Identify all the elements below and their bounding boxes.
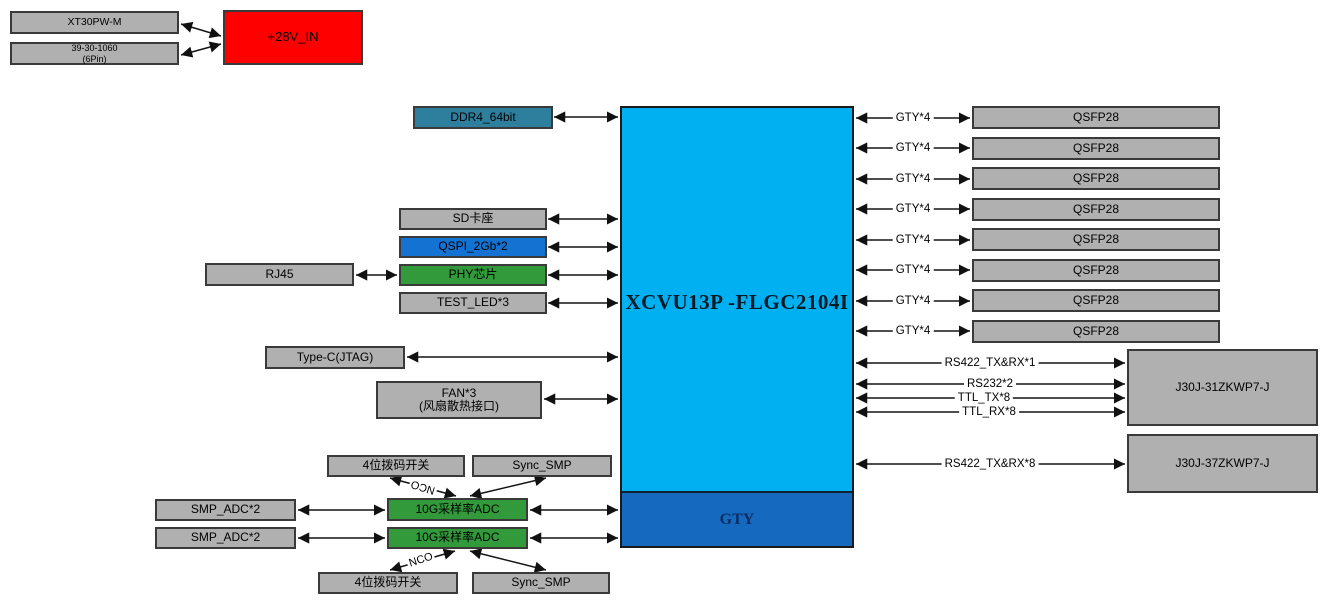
adc-10g-2-label: 10G采样率ADC [415,530,500,545]
node-type-c-label: Type-C(JTAG) [296,349,374,364]
node-sd-card-label: SD卡座 [452,211,494,226]
smp-adc-1-label: SMP_ADC*2 [190,502,261,517]
node-j30j-37: J30J-37ZKWP7-J [1127,434,1318,493]
node-j30j-31: J30J-31ZKWP7-J [1127,349,1318,426]
node-qsfp28: QSFP28 [972,198,1220,221]
node-qsfp28: QSFP28 [972,106,1220,129]
node-phy-label: PHY芯片 [448,267,498,282]
bus-label-ttl-rx: TTL_RX*8 [959,406,1019,418]
qsfp28-label: QSFP28 [1072,323,1120,338]
node-qsfp28: QSFP28 [972,137,1220,160]
bus-label-rs422x8: RS422_TX&RX*8 [941,458,1039,470]
node-28v-in-label: +28V_IN [267,29,319,45]
j30j-37-label: J30J-37ZKWP7-J [1175,455,1270,470]
power-connector-line1: 39-30-1060 [71,43,118,54]
bus-label-gty4: GTY*4 [892,325,934,337]
node-fpga: XCVU13P -FLGC2104I GTY [620,106,854,548]
bus-label-gty4: GTY*4 [892,264,934,276]
bus-label-rs232: RS232*2 [963,378,1017,390]
qsfp28-label: QSFP28 [1072,170,1120,185]
qsfp28-label: QSFP28 [1072,140,1120,155]
node-smp-adc-2: SMP_ADC*2 [155,527,296,549]
adc-10g-1-label: 10G采样率ADC [415,501,500,516]
node-test-led-label: TEST_LED*3 [436,295,510,310]
bus-label-gty4: GTY*4 [892,203,934,215]
node-rj45-label: RJ45 [265,266,294,281]
qsfp28-label: QSFP28 [1072,231,1120,246]
node-rj45: RJ45 [205,263,354,286]
sync-smp-bottom-label: Sync_SMP [511,575,571,590]
node-dip-switch-top: 4位拨码开关 [327,455,465,477]
node-fan-line1: FAN*3 [441,385,477,400]
bus-label-gty4: GTY*4 [892,173,934,185]
node-sync-smp-top: Sync_SMP [472,455,612,477]
node-fan-line2: (风扇散热接口) [419,399,499,413]
qsfp28-label: QSFP28 [1072,292,1120,307]
node-fan: FAN*3 (风扇散热接口) [376,381,542,419]
bus-label-ttl-tx: TTL_TX*8 [954,392,1014,404]
node-ddr4-label: DDR4_64bit [450,109,516,124]
node-sync-smp-bottom: Sync_SMP [472,572,610,594]
fpga-gty-block: GTY [622,491,852,546]
node-qsfp28: QSFP28 [972,259,1220,282]
node-qspi: QSPI_2Gb*2 [399,236,547,258]
node-qsfp28: QSFP28 [972,320,1220,343]
dip-switch-top-label: 4位拨码开关 [362,458,430,473]
node-test-led: TEST_LED*3 [399,292,547,314]
j30j-31-label: J30J-31ZKWP7-J [1175,379,1270,394]
node-sd-card: SD卡座 [399,208,547,230]
node-adc-10g-2: 10G采样率ADC [387,527,528,549]
bus-label-rs422x1: RS422_TX&RX*1 [941,357,1039,369]
dip-switch-bottom-label: 4位拨码开关 [354,575,422,590]
bus-label-gty4: GTY*4 [892,234,934,246]
bus-label-gty4: GTY*4 [892,142,934,154]
node-type-c-jtag: Type-C(JTAG) [265,346,405,369]
node-qsfp28: QSFP28 [972,167,1220,190]
power-connector-line2: (6Pin) [82,53,107,64]
node-phy: PHY芯片 [399,264,547,286]
node-xt30pw-label: XT30PW-M [67,15,122,28]
fpga-title: XCVU13P -FLGC2104I [625,290,849,314]
bus-label-gty4: GTY*4 [892,112,934,124]
node-dip-switch-bottom: 4位拨码开关 [318,572,458,594]
bus-label-gty4: GTY*4 [892,295,934,307]
node-qsfp28: QSFP28 [972,228,1220,251]
qsfp28-label: QSFP28 [1072,201,1120,216]
node-power-connector: 39-30-1060 (6Pin) [10,42,179,65]
node-28v-in: +28V_IN [223,10,363,65]
node-smp-adc-1: SMP_ADC*2 [155,499,296,521]
node-adc-10g-1: 10G采样率ADC [387,498,528,521]
node-qsfp28: QSFP28 [972,289,1220,312]
qsfp28-label: QSFP28 [1072,109,1120,124]
node-ddr4: DDR4_64bit [413,106,553,129]
node-qspi-label: QSPI_2Gb*2 [438,239,508,254]
sync-smp-top-label: Sync_SMP [512,458,572,473]
smp-adc-2-label: SMP_ADC*2 [190,530,261,545]
node-xt30pw: XT30PW-M [10,11,179,34]
qsfp28-label: QSFP28 [1072,262,1120,277]
